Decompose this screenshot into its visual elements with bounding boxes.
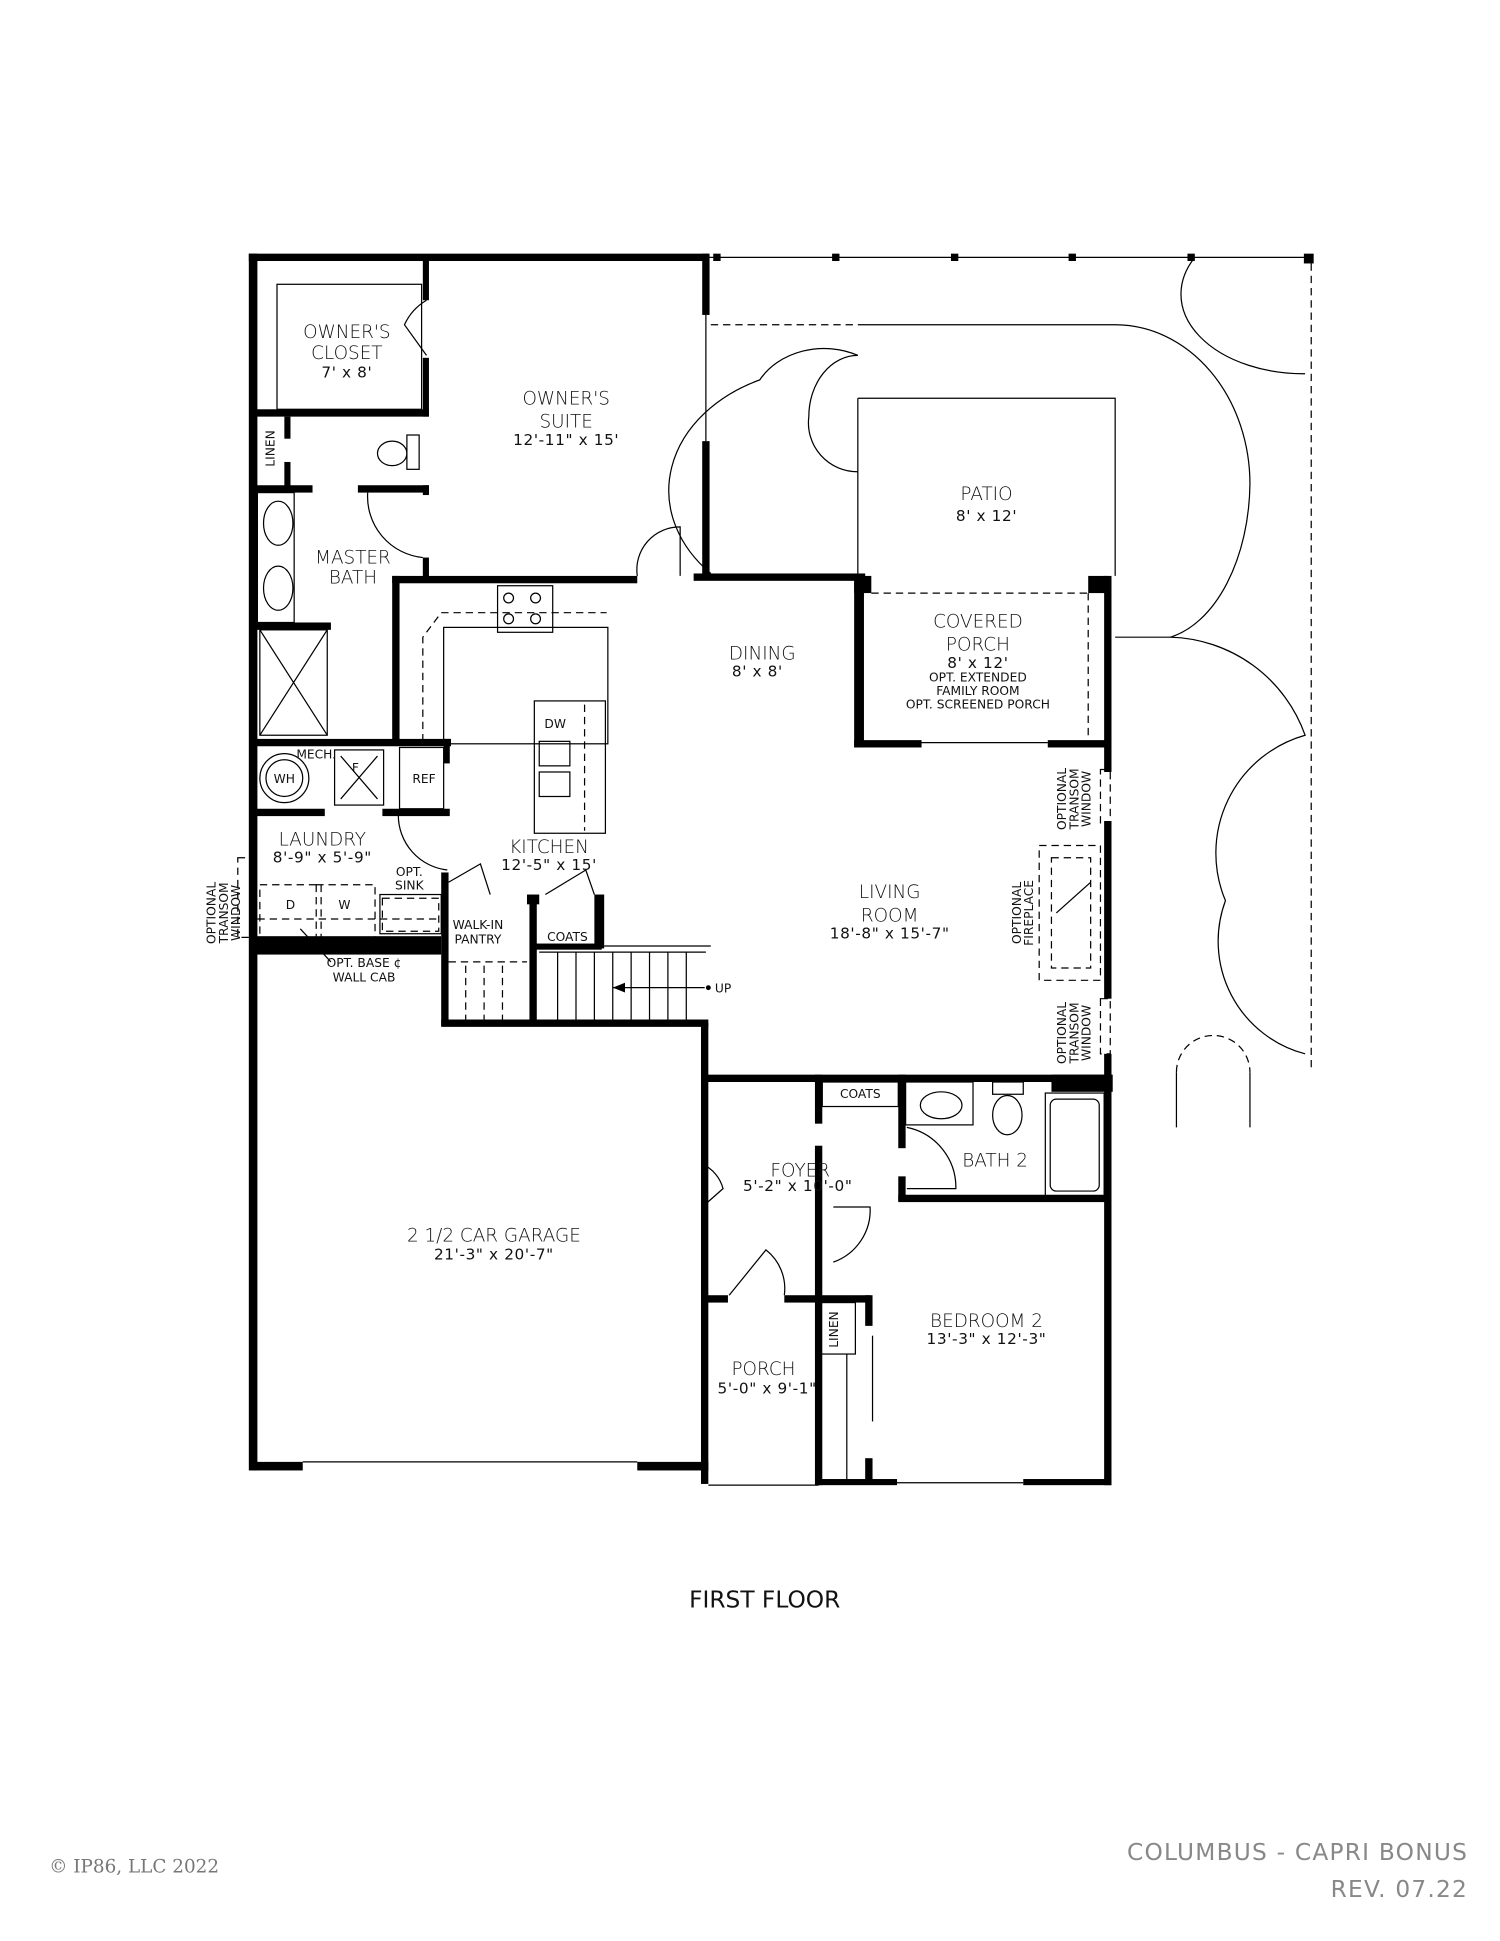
owners-closet-label-2: CLOSET xyxy=(311,343,382,364)
coats-label-2: COATS xyxy=(840,1087,881,1101)
dining-label: DINING xyxy=(729,643,796,664)
transom-window-label-upper-2: TRANSOM xyxy=(1067,768,1081,830)
plan-title: FIRST FLOOR xyxy=(689,1587,840,1614)
revision: REV. 07.22 xyxy=(1331,1876,1468,1903)
copyright: © IP86, LLC 2022 xyxy=(49,1856,219,1877)
patio-dims: 8' x 12' xyxy=(956,507,1017,525)
garage-label: 2 1/2 CAR GARAGE xyxy=(407,1225,581,1246)
fireplace-label: OPTIONAL xyxy=(1010,882,1024,944)
washer-label: W xyxy=(338,898,350,912)
porch-label: PORCH xyxy=(731,1359,795,1380)
water-heater-label: WH xyxy=(274,772,295,786)
master-bath-label-2: BATH xyxy=(329,567,377,588)
owners-suite-dims: 12'-11" x 15' xyxy=(513,431,619,449)
laundry-dims: 8'-9" x 5'-9" xyxy=(273,849,372,867)
kitchen-label: KITCHEN xyxy=(509,837,589,858)
owners-closet-label: OWNER'S xyxy=(303,322,390,343)
covered-porch-label-2: PORCH xyxy=(946,635,1010,656)
foyer-dims: 5'-2" x 10'-0" xyxy=(743,1177,853,1195)
opt-cabinet-label: OPT. BASE ¢ xyxy=(327,956,402,970)
fixtures xyxy=(237,283,1111,1480)
room-labels: OWNER'S CLOSET 7' x 8' OWNER'S SUITE 12'… xyxy=(273,322,1050,1397)
foyer-label: FOYER xyxy=(770,1160,830,1181)
refrigerator-label: REF xyxy=(412,772,435,786)
patio-landscape xyxy=(668,253,1314,1128)
living-room-dims: 18'-8" x 15'-7" xyxy=(830,925,950,943)
covered-porch-label: COVERED xyxy=(933,611,1023,632)
dining-dims: 8' x 8' xyxy=(732,662,783,680)
bath-2-label: BATH 2 xyxy=(962,1151,1028,1172)
mech-label: MECH. xyxy=(296,748,336,762)
covered-porch-note-3: OPT. SCREENED PORCH xyxy=(906,697,1050,711)
opt-sink-label: OPT. xyxy=(396,865,423,879)
dryer-label: D xyxy=(286,898,295,912)
bedroom-2-dims: 13'-3" x 12'-3" xyxy=(927,1330,1047,1348)
transom-window-label-upper-3: WINDOW xyxy=(1080,771,1094,827)
stairs xyxy=(448,945,711,1020)
transom-window-label-upper: OPTIONAL xyxy=(1055,768,1069,830)
transom-window-label-lower-3: WINDOW xyxy=(1080,1005,1094,1061)
transom-window-label-3: WINDOW xyxy=(229,885,243,941)
walk-in-pantry-label-2: PANTRY xyxy=(455,933,502,947)
transom-window-label: OPTIONAL xyxy=(205,882,219,944)
coats-label: COATS xyxy=(547,930,588,944)
covered-porch-dims: 8' x 12' xyxy=(947,654,1008,672)
patio-label: PATIO xyxy=(960,484,1012,505)
garage-dims: 21'-3" x 20'-7" xyxy=(434,1246,554,1264)
kitchen-dims: 12'-5" x 15' xyxy=(501,856,597,874)
walk-in-pantry-label: WALK-IN xyxy=(453,918,504,932)
bedroom-2-label: BEDROOM 2 xyxy=(930,1311,1043,1332)
furnace-label: F xyxy=(352,761,359,775)
stairs-up-label: UP xyxy=(715,982,731,996)
master-bath-label: MASTER xyxy=(315,548,391,569)
owners-suite-label: OWNER'S xyxy=(522,388,609,409)
fixture-labels: LINEN LINEN MECH. WH F REF DW D W OPT. S… xyxy=(205,430,1094,1348)
living-room-label: LIVING xyxy=(859,882,921,903)
opt-sink-label-2: SINK xyxy=(395,879,425,893)
laundry-label: LAUNDRY xyxy=(279,830,366,851)
covered-porch-note-2: FAMILY ROOM xyxy=(936,684,1019,698)
living-room-label-2: ROOM xyxy=(861,905,919,926)
covered-porch-note: OPT. EXTENDED xyxy=(929,670,1027,684)
walls xyxy=(248,253,1113,1486)
transom-window-label-lower-2: TRANSOM xyxy=(1067,1002,1081,1064)
linen-label-2: LINEN xyxy=(827,1311,841,1348)
porch-dims: 5'-0" x 9'-1" xyxy=(718,1379,817,1397)
transom-window-label-2: TRANSOM xyxy=(217,882,231,944)
dishwasher-label: DW xyxy=(544,717,566,731)
owners-closet-dims: 7' x 8' xyxy=(321,363,372,381)
linen-label: LINEN xyxy=(264,430,278,467)
owners-suite-label-2: SUITE xyxy=(540,412,593,433)
opt-cabinet-label-2: WALL CAB xyxy=(333,971,396,985)
model-name: COLUMBUS - CAPRI BONUS xyxy=(1127,1839,1468,1866)
fireplace-label-2: FIREPLACE xyxy=(1022,880,1036,946)
transom-window-label-lower: OPTIONAL xyxy=(1055,1002,1069,1064)
